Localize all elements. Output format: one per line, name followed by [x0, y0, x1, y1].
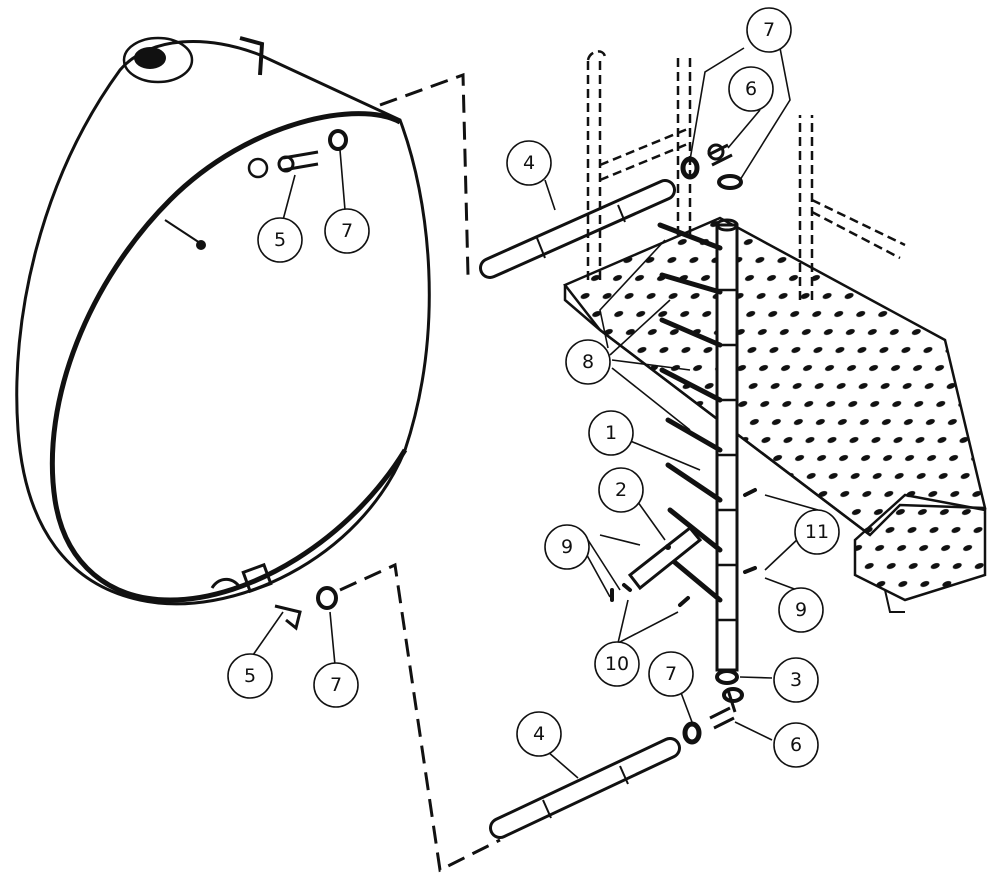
callout-label: 2: [615, 479, 627, 501]
callout-label: 5: [274, 229, 286, 251]
callout-label: 5: [244, 665, 256, 687]
callout-6-top: 6: [728, 66, 774, 112]
callout-label: 10: [605, 653, 629, 675]
platform: [563, 50, 987, 613]
callout-label: 9: [795, 599, 807, 621]
callout-label: 7: [330, 674, 342, 696]
fittings: [610, 143, 757, 745]
tank: [15, 36, 431, 631]
manifold-pipe: [715, 218, 739, 672]
callout-9-left: 9: [544, 524, 590, 570]
callout-7-tank-top: 7: [324, 208, 370, 254]
callout-1: 1: [588, 410, 634, 456]
callout-label: 8: [582, 351, 594, 373]
callout-label: 7: [665, 663, 677, 685]
callout-6-bottom: 6: [773, 722, 819, 768]
hose-lower: [489, 737, 681, 839]
callout-4-top: 4: [506, 140, 552, 186]
callout-10: 10: [594, 641, 640, 687]
callout-label: 4: [523, 152, 535, 174]
callout-11: 11: [794, 509, 840, 555]
callout-4-bottom: 4: [516, 711, 562, 757]
leader-lines: [252, 47, 819, 779]
callout-8: 8: [565, 339, 611, 385]
callout-7-bottom: 7: [648, 651, 694, 697]
callout-7-tank-bottom: 7: [313, 662, 359, 708]
callouts: 7 6 4 5 7 8 1 2 9 11 9 10 5 7 7 3 6 4: [227, 7, 840, 768]
hose-upper: [479, 179, 676, 279]
callout-label: 11: [805, 521, 829, 543]
callout-3: 3: [773, 657, 819, 703]
callout-5-bottom: 5: [227, 653, 273, 699]
callout-label: 6: [745, 78, 757, 100]
callout-label: 9: [561, 536, 573, 558]
callout-label: 6: [790, 734, 802, 756]
callout-label: 4: [533, 723, 545, 745]
hose-route-lines: [339, 72, 501, 873]
rungs: [657, 222, 723, 603]
callout-5-top: 5: [257, 217, 303, 263]
callout-7-top: 7: [746, 7, 792, 53]
callout-9-right: 9: [778, 587, 824, 633]
callout-2: 2: [598, 467, 644, 513]
callout-label: 3: [790, 669, 802, 691]
callout-label: 7: [763, 19, 775, 41]
callout-label: 1: [605, 422, 617, 444]
callout-label: 7: [341, 220, 353, 242]
